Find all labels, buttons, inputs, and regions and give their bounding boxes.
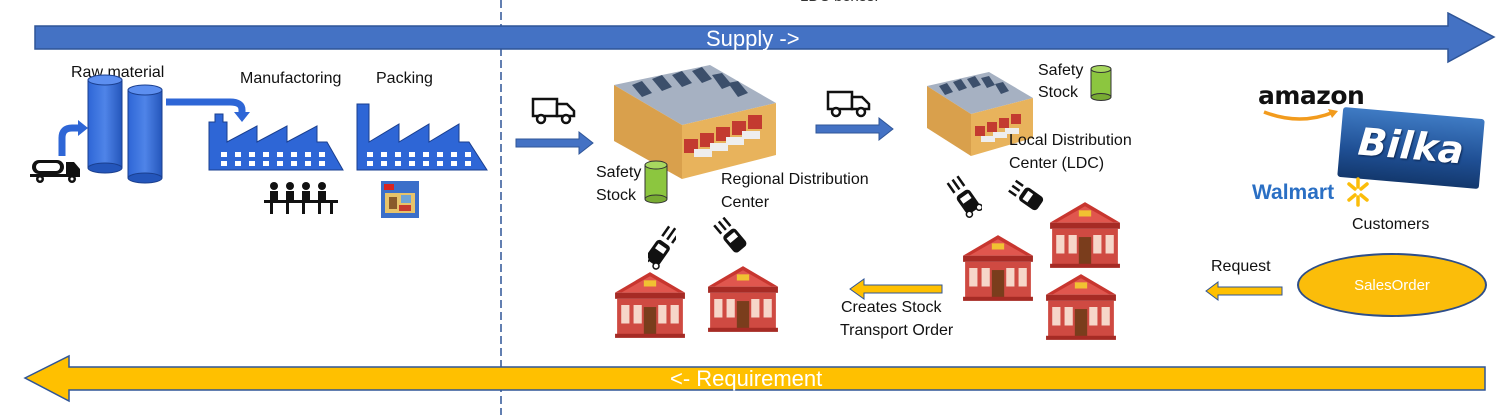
top-cutoff-text: LDC boxes. bbox=[800, 0, 878, 8]
speeding-car-icon bbox=[713, 217, 747, 253]
speeding-car-icon bbox=[648, 225, 676, 270]
request-label: Request bbox=[1211, 258, 1271, 275]
ldc-name-line1: Local Distribution bbox=[1009, 132, 1132, 149]
packing-factory-icon bbox=[356, 103, 488, 171]
warehouse-icon bbox=[927, 72, 1033, 156]
store-icon bbox=[708, 266, 778, 332]
silo-to-factory-arrow bbox=[166, 98, 250, 122]
store-icon bbox=[615, 272, 685, 338]
amazon-logo: amazon bbox=[1258, 81, 1365, 110]
warehouse-icon bbox=[614, 65, 776, 179]
lego-box-icon bbox=[381, 181, 419, 218]
store-icon bbox=[1050, 202, 1120, 268]
divider-line bbox=[500, 0, 502, 415]
rdc-safety-stock-line2: Stock bbox=[596, 187, 637, 204]
ldc-safety-stock-line1: Safety bbox=[1038, 62, 1084, 79]
amazon-smile-icon bbox=[1263, 109, 1338, 121]
rdc-name-line1: Regional Distribution bbox=[721, 171, 869, 188]
requirement-label: <- Requirement bbox=[670, 366, 823, 391]
supply-label: Supply -> bbox=[706, 26, 800, 51]
factory-icon bbox=[208, 113, 344, 171]
sto-label-line1: Creates Stock bbox=[841, 299, 942, 316]
walmart-logo: Walmart bbox=[1252, 181, 1335, 204]
stock-cylinder-icon bbox=[1090, 65, 1112, 101]
speeding-car-icon bbox=[946, 175, 982, 218]
store-icon bbox=[1046, 274, 1116, 340]
silo-icon bbox=[87, 74, 163, 184]
ldc-safety-stock-line2: Stock bbox=[1038, 84, 1079, 101]
rdc-safety-stock-line1: Safety bbox=[596, 164, 642, 181]
sales-order-oval: SalesOrder bbox=[1297, 253, 1487, 317]
walmart-spark-icon bbox=[1347, 177, 1369, 207]
stock-cylinder-icon bbox=[644, 160, 668, 204]
sto-arrow bbox=[849, 278, 943, 300]
tanker-to-silo-arrow bbox=[58, 120, 88, 156]
workers-icon bbox=[264, 182, 338, 214]
request-arrow bbox=[1205, 281, 1283, 301]
to-ldc-arrow bbox=[815, 116, 894, 142]
sto-label-line2: Transport Order bbox=[840, 322, 954, 339]
packing-label: Packing bbox=[376, 70, 433, 87]
supply-arrow bbox=[34, 12, 1496, 64]
rdc-name-line2: Center bbox=[721, 194, 770, 211]
requirement-arrow bbox=[23, 354, 1486, 403]
bilka-logo-text: Bilka bbox=[1356, 119, 1466, 173]
ldc-name-line2: Center (LDC) bbox=[1009, 155, 1105, 172]
tanker-truck-icon bbox=[30, 160, 80, 183]
delivery-truck-icon bbox=[531, 97, 576, 125]
to-rdc-arrow bbox=[515, 130, 594, 156]
delivery-truck-icon bbox=[826, 90, 871, 118]
store-icon bbox=[963, 235, 1033, 301]
customers-label: Customers bbox=[1352, 216, 1430, 233]
manufacturing-label: Manufactoring bbox=[240, 70, 342, 87]
speeding-car-icon bbox=[1008, 179, 1044, 211]
